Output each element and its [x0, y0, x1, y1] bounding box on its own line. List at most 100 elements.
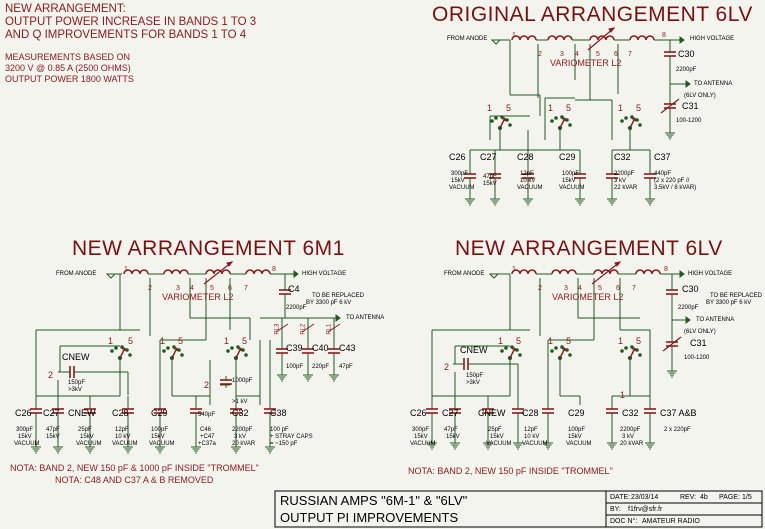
svg-text:3: 3: [564, 285, 568, 292]
svg-text:8: 8: [664, 266, 668, 273]
titleblock-date-label: DATE:: [610, 494, 631, 501]
orig-variometer-label: VARIOMETER L2: [550, 58, 622, 68]
m1-rl2-label: RL2: [300, 323, 307, 335]
orig-cap-v3: VACUUM: [517, 185, 543, 191]
orig-from-anode: FROM ANODE: [447, 36, 488, 42]
m1-cap-v3: VACUUM: [76, 441, 102, 447]
orig-cap-v1: 2200pF: [614, 171, 635, 177]
orig-cap-v1: 300pF: [451, 171, 469, 177]
m1-c43-label: C43: [339, 343, 356, 353]
orig-to-antenna: TO ANTENNA: [694, 81, 733, 87]
orig-c31-value: 100-1200: [676, 118, 702, 124]
svg-text:8: 8: [272, 266, 276, 273]
svg-text:5: 5: [516, 336, 521, 346]
svg-text:4: 4: [578, 285, 582, 292]
m1-c4-value: 2200pF: [286, 305, 307, 311]
intro-line3: AND Q IMPROVEMENTS FOR BANDS 1 TO 4: [5, 29, 247, 41]
m1-cap-v1: 47pF: [46, 427, 60, 433]
m1-cap-v3: VACUUM: [149, 441, 175, 447]
m1-cap-v2: 3 kV: [234, 434, 247, 440]
svg-text:2: 2: [48, 370, 53, 380]
m1-cap-v1: 100 pF: [270, 427, 289, 433]
m1-cap-v1: 12pF: [115, 427, 129, 433]
titleblock-doc: AMATEUR RADIO: [642, 518, 700, 525]
m1-c39-label: C39: [286, 343, 303, 353]
m1-cap-name: C26: [15, 408, 32, 418]
svg-text:1: 1: [160, 336, 165, 346]
titleblock-by: f1frv@sfr.fr: [628, 506, 663, 513]
svg-text:1: 1: [618, 336, 623, 346]
original-schematic: [463, 27, 691, 206]
titleblock-title1: RUSSIAN AMPS "6M-1" & "6LV": [280, 493, 468, 508]
svg-text:1: 1: [124, 266, 128, 273]
nlv-cap-name: C37 A&B: [660, 408, 697, 418]
meas-line2: 3200 V @ 0.85 A (2500 OHMS): [5, 63, 131, 73]
orig-high-voltage: HIGH VOLTAGE: [690, 36, 735, 42]
m1-from-anode: FROM ANODE: [56, 271, 97, 277]
svg-text:1: 1: [224, 336, 229, 346]
titleblock-page: 1/5: [742, 494, 752, 501]
nlv-cap-name: C27: [442, 408, 459, 418]
svg-text:2: 2: [204, 380, 209, 390]
titleblock-rev-label: REV:: [680, 494, 697, 501]
m1-variometer-label: VARIOMETER L2: [162, 292, 234, 302]
orig-cap-v3: VACUUM: [449, 185, 475, 191]
orig-cap-v1: 100pF: [562, 171, 580, 177]
m1-cap-v2: 15kV: [18, 434, 32, 440]
nlv-from-anode: FROM ANODE: [444, 271, 485, 277]
m1-cap-name: CNEW: [68, 408, 96, 418]
nlv-c31-label: C31: [690, 338, 707, 348]
nlv-cap-v1: 25pF: [488, 427, 502, 433]
svg-text:1: 1: [498, 336, 503, 346]
orig-c30-label: C30: [678, 49, 695, 59]
nlv-cnew-v1: 150pF: [466, 373, 484, 379]
orig-cap-v3: 22 kVAR: [614, 185, 638, 191]
titleblock-page-label: PAGE:: [719, 494, 740, 501]
svg-text:5: 5: [636, 336, 641, 346]
m1-cap-name: C32: [232, 408, 249, 418]
nlv-cap-v3: VACUUM: [522, 441, 548, 447]
svg-text:3: 3: [176, 285, 180, 292]
m1-high-voltage: HIGH VOLTAGE: [302, 271, 347, 277]
orig-cap-name: C37: [654, 152, 671, 162]
svg-text:7: 7: [632, 285, 636, 292]
m1-cap-v2: 10 kV: [115, 434, 131, 440]
orig-cap-v3: VACUUM: [559, 185, 585, 191]
nlv-cnew-v2: >3kV: [466, 380, 480, 386]
titleblock-rev: 4b: [700, 494, 708, 501]
m1-cx-v2: >1 kV: [232, 399, 248, 405]
titleblock-date: 23/03/14: [631, 494, 659, 501]
nlv-cap-v2: 15kV: [490, 434, 504, 440]
m1-cap-v3: VACUUM: [112, 441, 138, 447]
nlv-cap-v1: 300pF: [412, 427, 430, 433]
orig-cap-v2: 3 kV: [614, 178, 627, 184]
svg-text:4: 4: [575, 51, 579, 58]
orig-cap-v2: 15kV: [483, 181, 497, 187]
orig-cap-name: C32: [614, 152, 631, 162]
svg-text:5: 5: [128, 336, 133, 346]
m1-cnew-v1: 150pF: [68, 380, 86, 386]
nlv-cap-name: C26: [410, 408, 427, 418]
svg-text:5: 5: [598, 285, 602, 292]
m1-cap-v3: 20 kVAR: [232, 441, 256, 447]
nlv-cap-name: C28: [522, 408, 539, 418]
svg-text:5: 5: [566, 103, 571, 113]
m1-cap-v2: + STRAY CAPS: [270, 434, 313, 440]
m1-note-2: NOTA: C48 AND C37 A & B REMOVED: [55, 475, 214, 485]
svg-text:4: 4: [190, 285, 194, 292]
orig-c31-label: C31: [682, 101, 699, 111]
titleblock-doc-label: DOC N°:: [610, 518, 638, 525]
m1-c46-line3: +C37a: [198, 441, 216, 447]
svg-text:2: 2: [148, 285, 152, 292]
m1-cap-name: C28: [112, 408, 129, 418]
m1-rl1-label: RL1: [326, 323, 333, 335]
nlv-cap-v3: 20 kVAR: [620, 441, 644, 447]
nlv-replace-line2: BY 3300 pF 6 kV: [706, 300, 752, 306]
svg-text:2: 2: [538, 285, 542, 292]
m1-c46-line2: +C47: [200, 434, 215, 440]
original-title: ORIGINAL ARRANGEMENT 6LV: [432, 3, 753, 26]
m1-cap-v1: 2200pF: [232, 427, 253, 433]
orig-cap-v2: 10 kV: [520, 178, 536, 184]
m1-title: NEW ARRANGEMENT 6M1: [72, 237, 345, 260]
